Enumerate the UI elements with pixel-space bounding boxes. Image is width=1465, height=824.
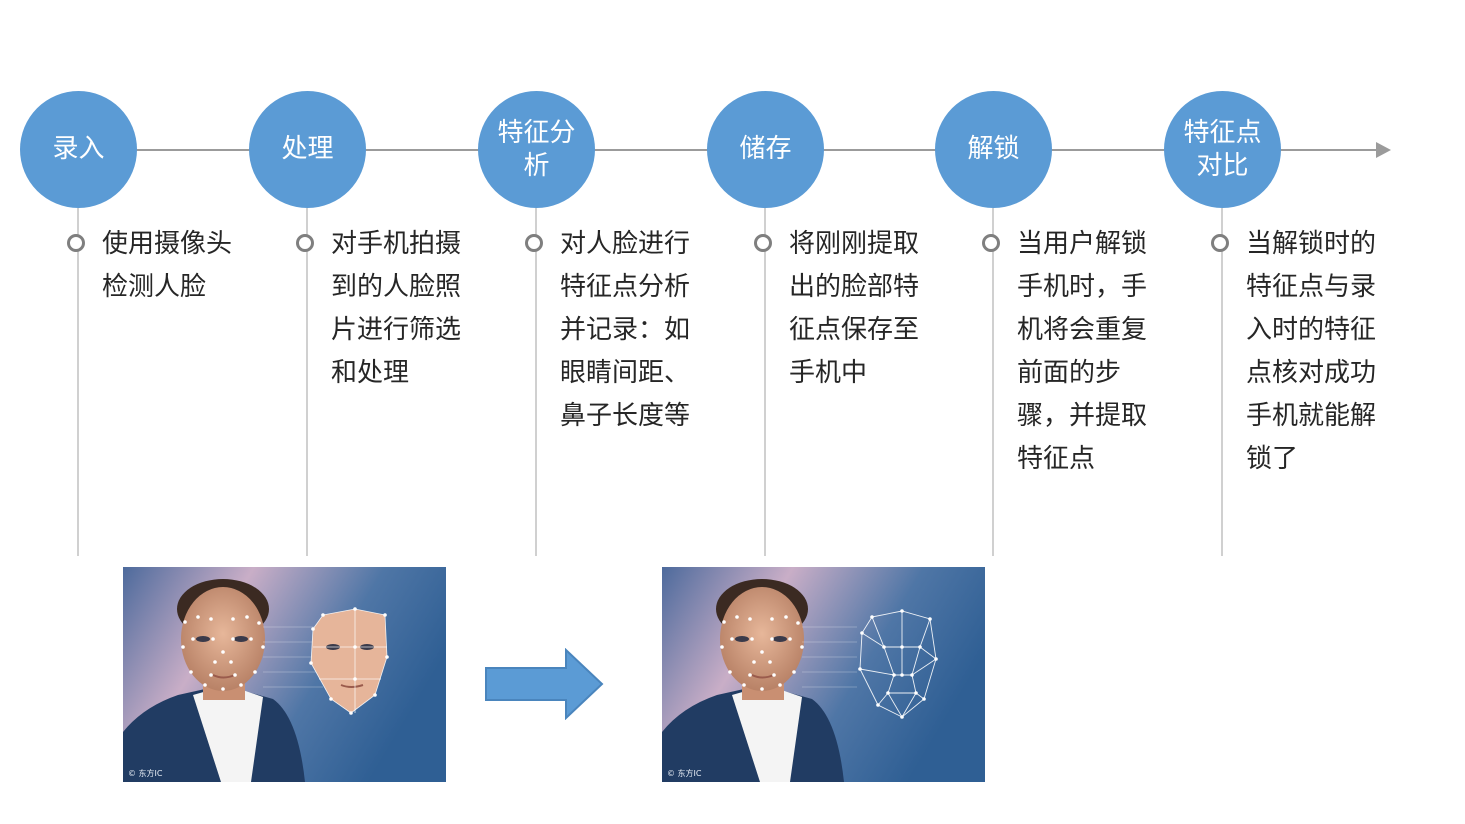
photo-credit: © 东方IC — [128, 769, 163, 778]
stage-circle: 特征分析 — [478, 91, 595, 208]
bullet-icon — [754, 234, 772, 252]
stage-unlock: 解锁 当用户解锁手机时，手机将会重复前面的步骤，并提取特征点 — [935, 91, 1165, 561]
right-arrow-icon — [485, 648, 604, 720]
stage-connector — [535, 208, 537, 556]
stage-compare: 特征点对比 当解锁时的特征点与录入时的特征点核对成功手机就能解锁了 — [1164, 91, 1394, 561]
stage-circle: 录入 — [20, 91, 137, 208]
stage-connector — [992, 208, 994, 556]
face-landmarks-photo: © 东方IC — [123, 567, 446, 782]
bullet-icon — [1211, 234, 1229, 252]
stage-circle: 处理 — [249, 91, 366, 208]
photo-credit: © 东方IC — [667, 769, 702, 778]
stage-connector — [764, 208, 766, 556]
timeline-arrowhead-icon — [1376, 142, 1391, 158]
face-mesh-illustration-icon — [662, 567, 985, 782]
stage-description: 当用户解锁手机时，手机将会重复前面的步骤，并提取特征点 — [1017, 229, 1148, 474]
stage-store: 储存 将刚刚提取出的脸部特征点保存至手机中 — [707, 91, 937, 561]
stage-connector — [77, 208, 79, 556]
face-mesh-photo: © 东方IC — [662, 567, 985, 782]
stage-connector — [1221, 208, 1223, 556]
stage-circle: 特征点对比 — [1164, 91, 1281, 208]
stage-description: 对手机拍摄到的人脸照片进行筛选和处理 — [331, 229, 462, 388]
bullet-icon — [67, 234, 85, 252]
stage-description: 对人脸进行特征点分析并记录：如眼睛间距、鼻子长度等 — [560, 229, 691, 431]
stage-process: 处理 对手机拍摄到的人脸照片进行筛选和处理 — [249, 91, 479, 561]
bullet-icon — [525, 234, 543, 252]
stage-description: 使用摄像头检测人脸 — [102, 229, 233, 302]
stage-enroll: 录入 使用摄像头检测人脸 — [20, 91, 250, 561]
stage-circle: 解锁 — [935, 91, 1052, 208]
bullet-icon — [296, 234, 314, 252]
stage-connector — [306, 208, 308, 556]
stage-description: 将刚刚提取出的脸部特征点保存至手机中 — [789, 229, 920, 388]
stage-circle: 储存 — [707, 91, 824, 208]
face-landmarks-illustration-icon — [123, 567, 446, 782]
stage-feature-analysis: 特征分析 对人脸进行特征点分析并记录：如眼睛间距、鼻子长度等 — [478, 91, 708, 561]
stage-description: 当解锁时的特征点与录入时的特征点核对成功手机就能解锁了 — [1246, 229, 1377, 474]
bullet-icon — [982, 234, 1000, 252]
